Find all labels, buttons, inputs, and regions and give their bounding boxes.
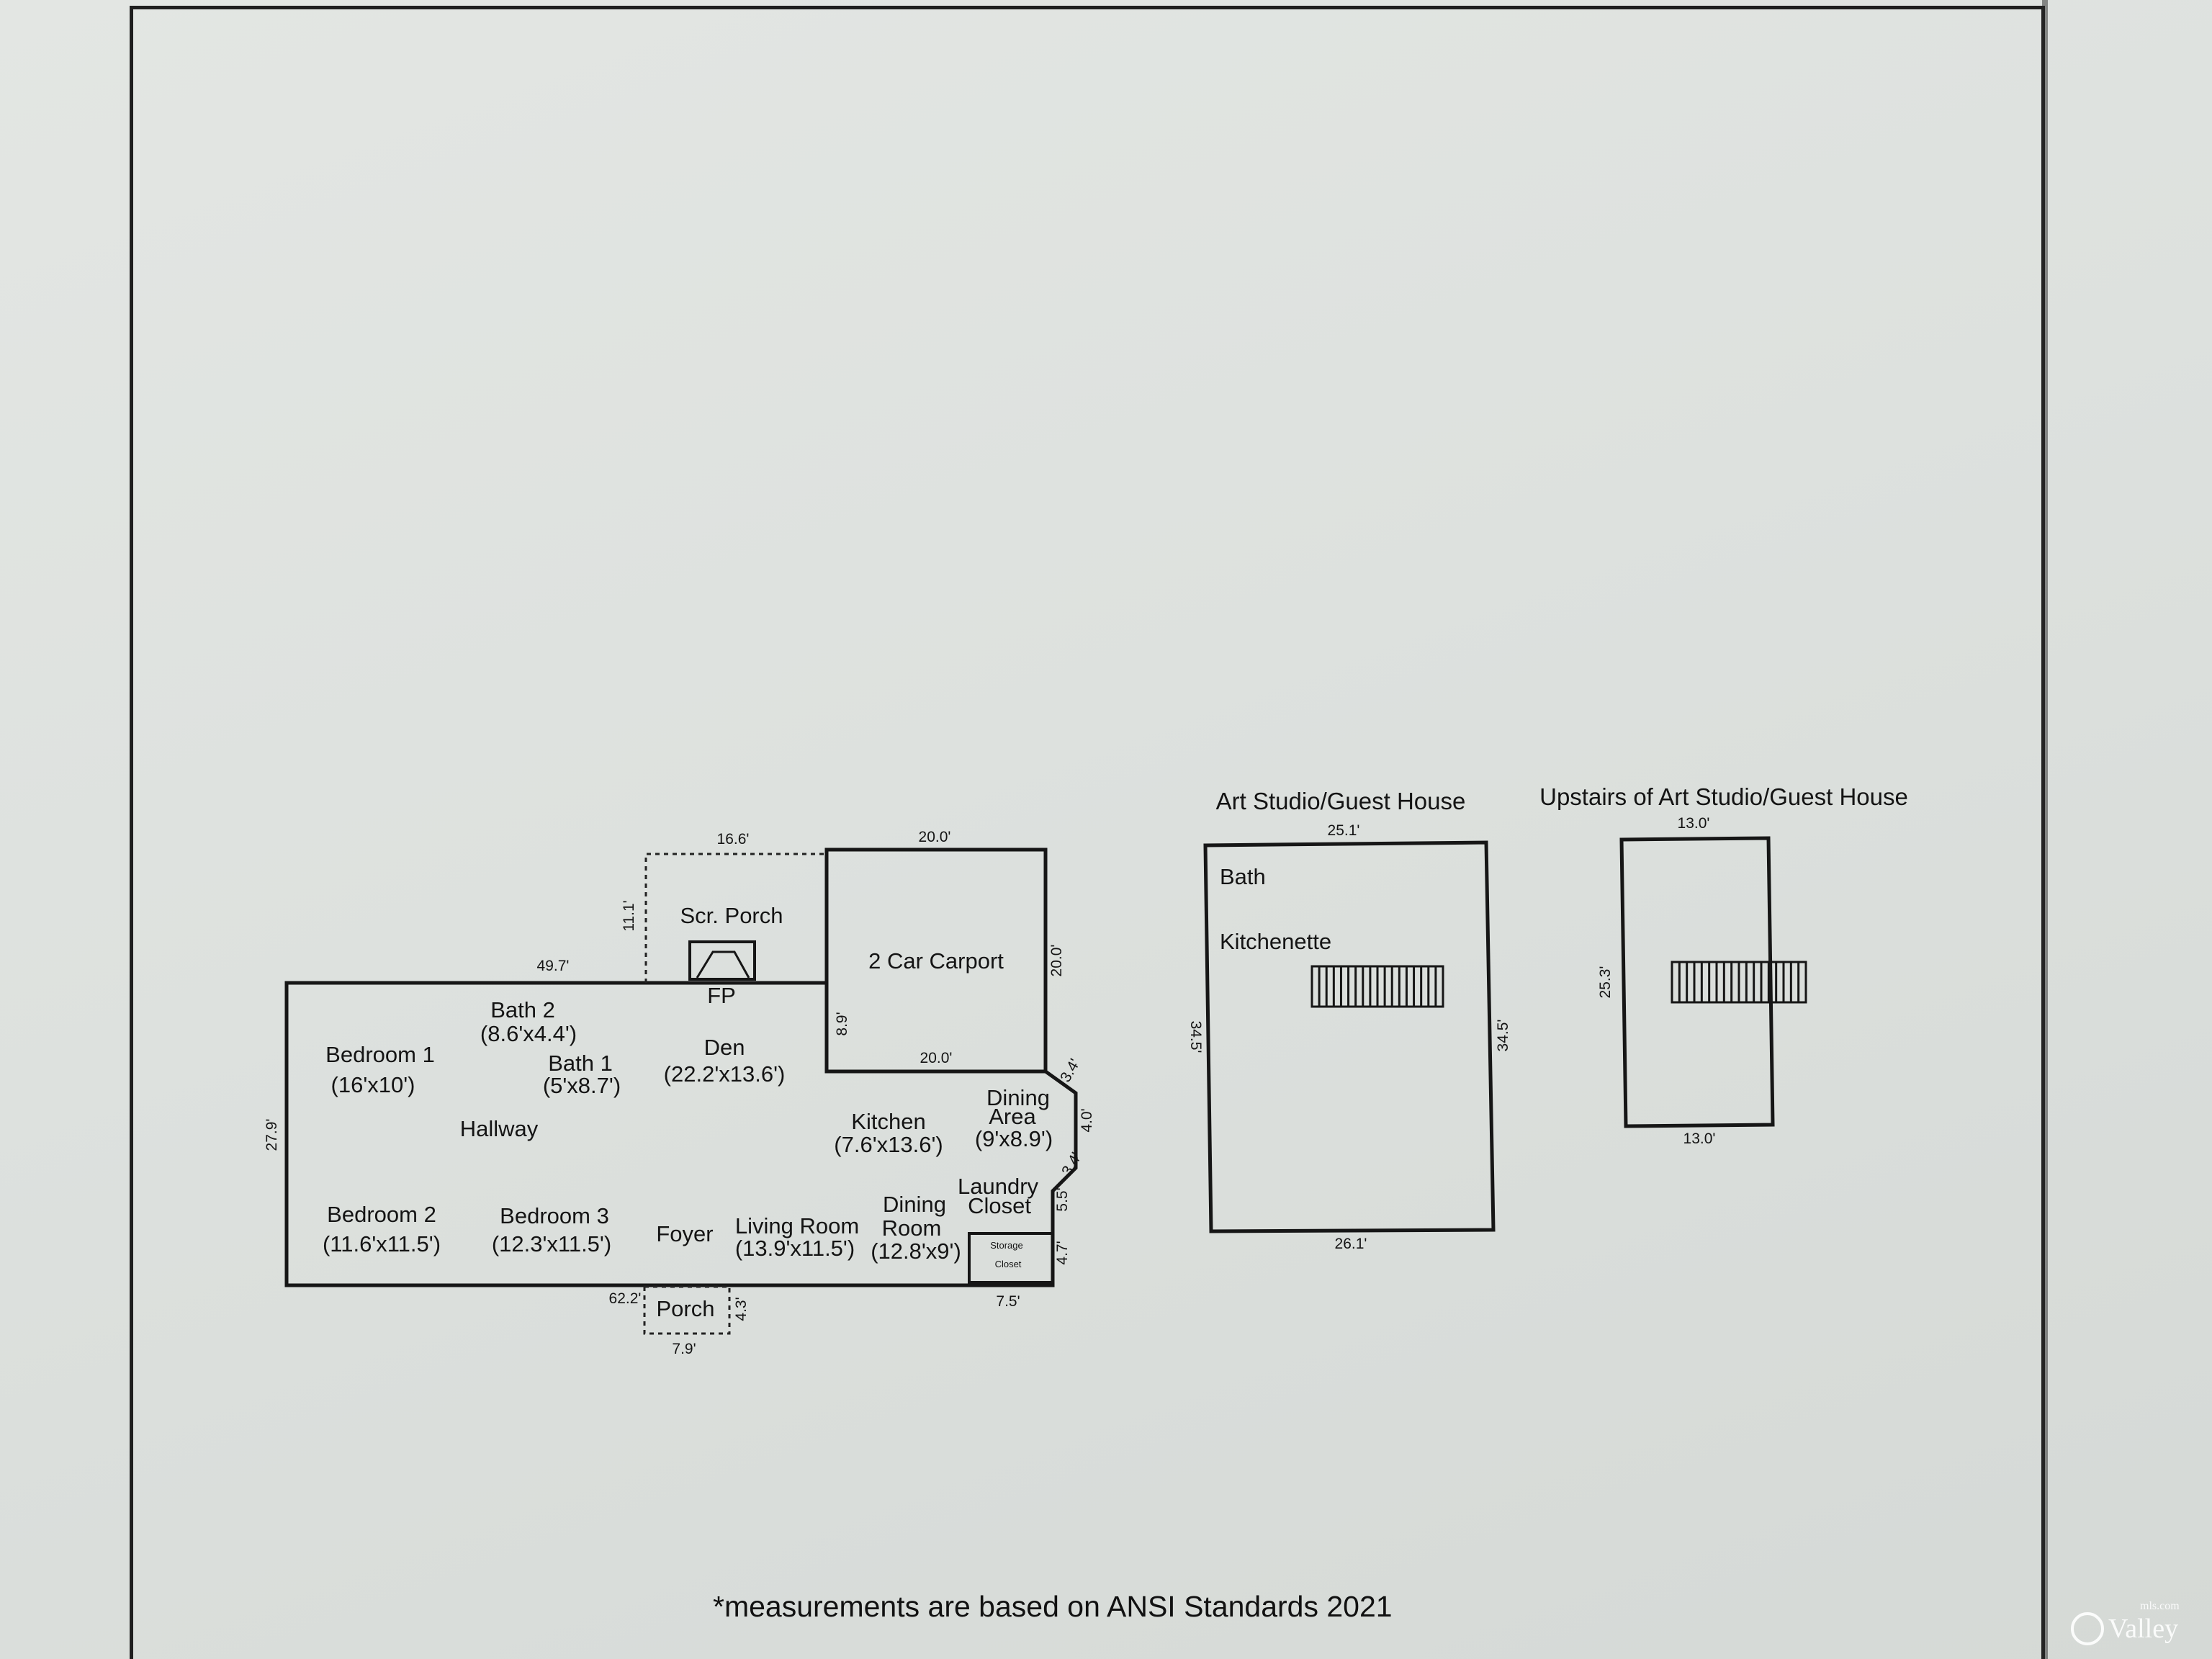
dim-porch-side: 4.3' <box>733 1297 750 1321</box>
dining-room-label: Dining <box>883 1192 946 1217</box>
dim-art-studio-left: 34.5' <box>1187 1021 1204 1053</box>
bath2-size: (8.6'x4.4') <box>480 1021 577 1046</box>
dim-upstairs-bottom: 13.0' <box>1683 1130 1716 1147</box>
dim-upstairs-top: 13.0' <box>1678 815 1710 832</box>
bedroom1-size: (16'x10') <box>331 1072 415 1097</box>
upstairs-plan: Upstairs of Art Studio/Guest House 13.0'… <box>1539 783 1908 1147</box>
dim-carport-bottom: 20.0' <box>920 1050 953 1066</box>
valley-mls-watermark: Valley mls.com <box>2071 1600 2200 1650</box>
measurement-footnote: *measurements are based on ANSI Standard… <box>713 1590 1393 1623</box>
bath1-label: Bath 1 <box>548 1051 613 1076</box>
art-studio-title: Art Studio/Guest House <box>1216 788 1466 814</box>
dining-room-label-line2: Room <box>882 1215 942 1241</box>
den-size: (22.2'x13.6') <box>664 1061 786 1087</box>
upstairs-stairs <box>1671 961 1807 1004</box>
living-room-label: Living Room <box>735 1213 859 1238</box>
fireplace-outline <box>688 940 756 981</box>
dim-storage-side: 4.7' <box>1054 1241 1071 1264</box>
bath1-size: (5'x8.7') <box>543 1073 621 1098</box>
dim-art-studio-bottom: 26.1' <box>1335 1236 1367 1252</box>
dining-room-size: (12.8'x9') <box>871 1238 961 1264</box>
foyer-label: Foyer <box>656 1221 713 1246</box>
dim-art-studio-right: 34.5' <box>1495 1020 1511 1052</box>
screened-porch-label: Scr. Porch <box>680 903 783 928</box>
valley-logo-icon <box>2071 1612 2104 1645</box>
dim-carport-left: 8.9' <box>834 1012 850 1035</box>
dim-porch-bottom: 7.9' <box>672 1341 696 1357</box>
porch-outline <box>643 1285 731 1335</box>
bedroom2-label: Bedroom 2 <box>327 1202 436 1227</box>
dining-area-label: Dining <box>986 1085 1050 1110</box>
dim-house-bottom: 62.2' <box>609 1290 642 1307</box>
art-studio-plan: Art Studio/Guest House Bath Kitchenette … <box>1187 788 1511 1252</box>
bedroom1-label: Bedroom 1 <box>325 1042 435 1067</box>
storage-closet-label-line2: Closet <box>995 1259 1022 1269</box>
page-edge-shadow <box>2042 0 2048 1659</box>
porch-label: Porch <box>657 1296 715 1321</box>
hallway-label: Hallway <box>460 1116 539 1141</box>
dim-storage-bottom: 7.5' <box>996 1293 1020 1310</box>
fireplace-hearth <box>696 950 750 979</box>
bedroom3-label: Bedroom 3 <box>500 1203 609 1228</box>
kitchen-label: Kitchen <box>851 1109 925 1134</box>
dim-scr-porch-side: 11.1' <box>621 900 637 931</box>
bedroom3-size: (12.3'x11.5') <box>492 1231 611 1256</box>
upstairs-title: Upstairs of Art Studio/Guest House <box>1539 783 1908 810</box>
dim-angle-bottom: 3.4' <box>1058 1150 1085 1179</box>
bedroom2-size: (11.6'x11.5') <box>323 1231 441 1256</box>
fireplace-label: FP <box>707 983 736 1008</box>
carport-label: 2 Car Carport <box>868 948 1004 974</box>
laundry-closet-label: Laundry <box>958 1174 1039 1199</box>
storage-closet-outline <box>968 1232 1054 1284</box>
dim-carport-side: 20.0' <box>1048 945 1065 977</box>
bath2-label: Bath 2 <box>490 997 555 1022</box>
dim-art-studio-top: 25.1' <box>1328 822 1360 839</box>
living-room-size: (13.9'x11.5') <box>735 1236 855 1261</box>
carport-outline <box>824 848 1048 1074</box>
art-studio-outline <box>1203 840 1496 1233</box>
art-studio-kitchenette-label: Kitchenette <box>1220 929 1331 954</box>
dining-area-size: (9'x8.9') <box>975 1126 1053 1151</box>
dim-carport-top: 20.0' <box>919 829 951 845</box>
kitchen-size: (7.6'x13.6') <box>834 1132 943 1157</box>
dim-upstairs-left: 25.3' <box>1597 966 1614 999</box>
main-house-plan: Bath 2 (8.6'x4.4') Bedroom 1 (16'x10') B… <box>264 829 1095 1357</box>
art-studio-bath-label: Bath <box>1220 864 1266 889</box>
laundry-closet-label-line2: Closet <box>968 1193 1031 1218</box>
dim-house-left: 27.9' <box>264 1119 280 1151</box>
dim-scr-porch-top: 16.6' <box>717 831 750 848</box>
den-label: Den <box>704 1035 745 1060</box>
dining-area-label-line2: Area <box>989 1104 1036 1129</box>
watermark-brand: Valley <box>2108 1614 2179 1644</box>
dim-house-top: 49.7' <box>537 958 570 974</box>
storage-closet-label: Storage <box>990 1240 1023 1251</box>
dim-laundry-side: 5.5' <box>1054 1187 1071 1211</box>
upstairs-outline <box>1619 836 1775 1128</box>
dim-right-mid: 4.0' <box>1079 1108 1095 1132</box>
art-studio-stairs <box>1310 965 1444 1008</box>
watermark-sub: mls.com <box>2140 1600 2180 1612</box>
